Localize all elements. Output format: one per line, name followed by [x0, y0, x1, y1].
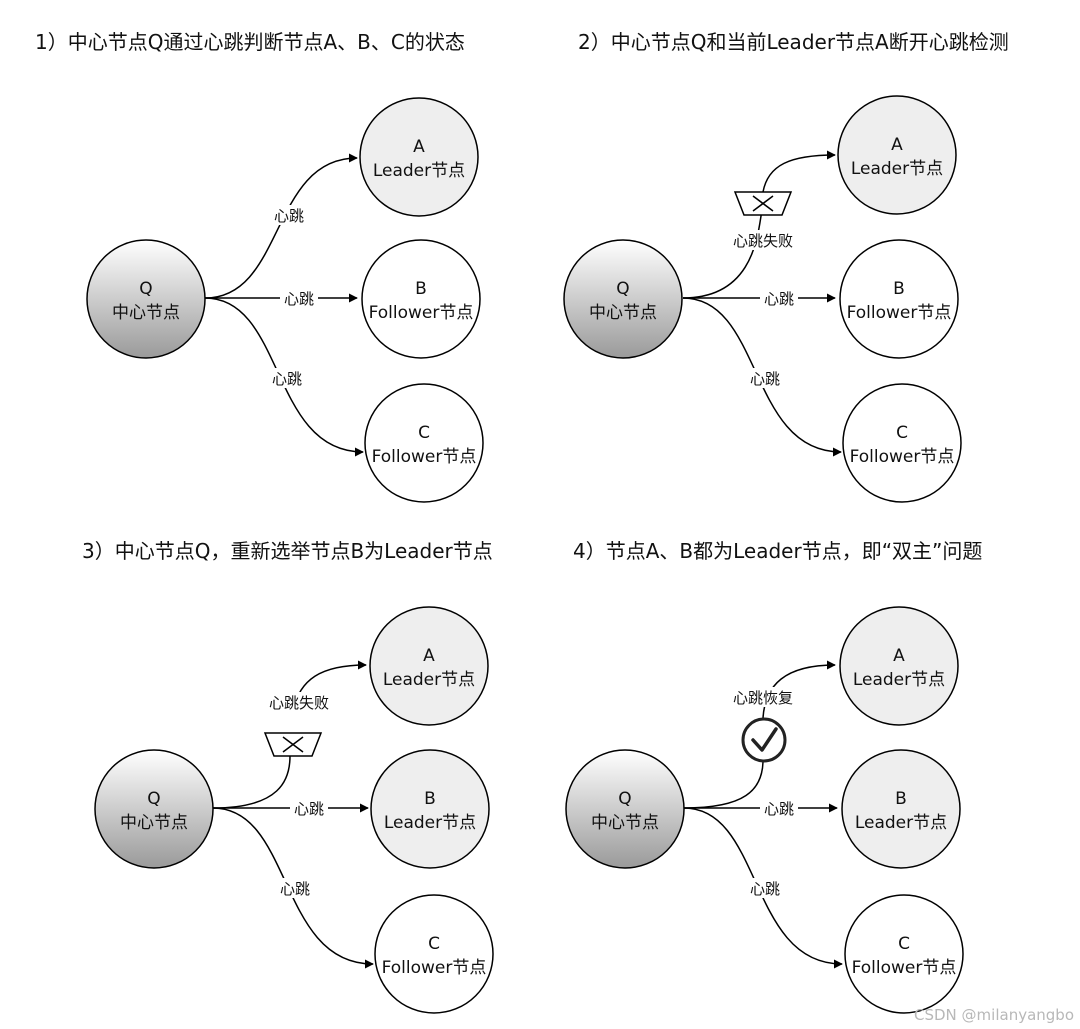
node-q: [94, 749, 214, 869]
node-b: [839, 239, 959, 359]
edge-q-a-upper: [762, 660, 836, 719]
node-a: [837, 95, 957, 215]
label-bg: [760, 288, 798, 308]
node-b-line1: B: [895, 789, 907, 809]
edge-label-q-b: 心跳: [764, 800, 794, 818]
panel-3: 3）中心节点Q，重新选举节点B为Leader节点 心跳失败 心跳 心跳 Q 中心…: [82, 539, 494, 1014]
node-a-line2: Leader节点: [853, 670, 945, 690]
node-q-line2: 中心节点: [120, 813, 188, 833]
node-b: [370, 749, 490, 869]
watermark: CSDN @milanyangbo: [914, 1006, 1074, 1024]
node-b-line1: B: [424, 789, 436, 809]
node-b-line1: B: [893, 279, 905, 299]
label-bg: [262, 692, 336, 712]
node-c: [364, 383, 484, 503]
node-b-line2: Follower节点: [847, 303, 952, 323]
node-c-line2: Follower节点: [850, 447, 955, 467]
broken-x-icon: [733, 191, 793, 216]
node-a-line1: A: [893, 646, 905, 666]
broken-x-icon: [263, 732, 323, 757]
node-c: [844, 894, 964, 1014]
node-b-line2: Leader节点: [855, 813, 947, 833]
node-a: [359, 97, 479, 217]
node-b-line1: B: [415, 279, 427, 299]
node-q-line1: Q: [618, 789, 631, 809]
node-b-line2: Leader节点: [384, 813, 476, 833]
node-b: [841, 749, 961, 869]
edge-label-q-b: 心跳: [284, 290, 314, 308]
edge-q-a-upper: [762, 150, 836, 193]
node-a-line2: Leader节点: [373, 161, 465, 181]
panel-4: 4）节点A、B都为Leader节点，即“双主”问题 心跳恢复 心跳 心跳 Q 中…: [565, 539, 982, 1014]
panel-2: 2）中心节点Q和当前Leader节点A断开心跳检测 心跳失败 心跳 心跳 Q 中…: [563, 30, 1009, 503]
edge-label-q-a: 心跳恢复: [733, 689, 793, 707]
node-q-line2: 中心节点: [591, 813, 659, 833]
node-q-line2: 中心节点: [589, 303, 657, 323]
edge-label-q-a: 心跳失败: [733, 232, 793, 250]
edge-label-q-c: 心跳: [272, 370, 302, 388]
edge-label-q-a: 心跳: [274, 207, 304, 225]
node-b-line2: Follower节点: [369, 303, 474, 323]
node-c-line1: C: [898, 934, 910, 954]
label-bg: [760, 798, 798, 818]
node-c-line1: C: [418, 423, 430, 443]
label-bg: [746, 878, 784, 898]
edge-label-q-c: 心跳: [750, 370, 780, 388]
check-circle-icon: [741, 717, 787, 763]
node-q-line2: 中心节点: [112, 303, 180, 323]
label-bg: [280, 288, 318, 308]
node-q-line1: Q: [616, 279, 629, 299]
node-c-line2: Follower节点: [852, 958, 957, 978]
node-q: [563, 239, 683, 359]
label-bg: [746, 368, 784, 388]
node-a-line1: A: [891, 135, 903, 155]
label-bg: [270, 205, 308, 225]
node-c-line1: C: [896, 423, 908, 443]
node-q: [565, 749, 685, 869]
node-q: [86, 239, 206, 359]
panel-1: 1）中心节点Q通过心跳判断节点A、B、C的状态 心跳 心跳 心跳 Q 中心节点 …: [35, 30, 484, 503]
node-c: [842, 383, 962, 503]
panel-4-title: 4）节点A、B都为Leader节点，即“双主”问题: [573, 539, 982, 563]
panel-3-title: 3）中心节点Q，重新选举节点B为Leader节点: [82, 539, 493, 563]
node-q-line1: Q: [147, 789, 160, 809]
edge-label-q-b: 心跳: [764, 290, 794, 308]
label-bg: [276, 878, 314, 898]
label-bg: [290, 798, 328, 818]
edge-q-a-lower: [683, 761, 764, 809]
label-bg: [268, 368, 306, 388]
node-a-line2: Leader节点: [383, 670, 475, 690]
node-a-line2: Leader节点: [851, 159, 943, 179]
node-a-line1: A: [413, 137, 425, 157]
edge-label-q-a: 心跳失败: [269, 694, 329, 712]
node-c-line2: Follower节点: [382, 958, 487, 978]
edge-q-a-lower: [682, 204, 764, 299]
node-c-line2: Follower节点: [372, 447, 477, 467]
node-a: [369, 606, 489, 726]
panel-2-title: 2）中心节点Q和当前Leader节点A断开心跳检测: [578, 30, 1009, 54]
edge-q-a-lower: [212, 755, 291, 809]
edge-label-q-c: 心跳: [750, 880, 780, 898]
node-b: [361, 239, 481, 359]
edge-label-q-b: 心跳: [294, 800, 324, 818]
node-c: [374, 894, 494, 1014]
edge-q-a: [204, 153, 358, 299]
label-bg: [726, 687, 800, 707]
node-q-line1: Q: [139, 279, 152, 299]
edge-label-q-c: 心跳: [280, 880, 310, 898]
node-c-line1: C: [428, 934, 440, 954]
label-bg: [726, 230, 800, 250]
node-a-line1: A: [423, 646, 435, 666]
node-a: [839, 606, 959, 726]
panel-1-title: 1）中心节点Q通过心跳判断节点A、B、C的状态: [35, 30, 465, 54]
